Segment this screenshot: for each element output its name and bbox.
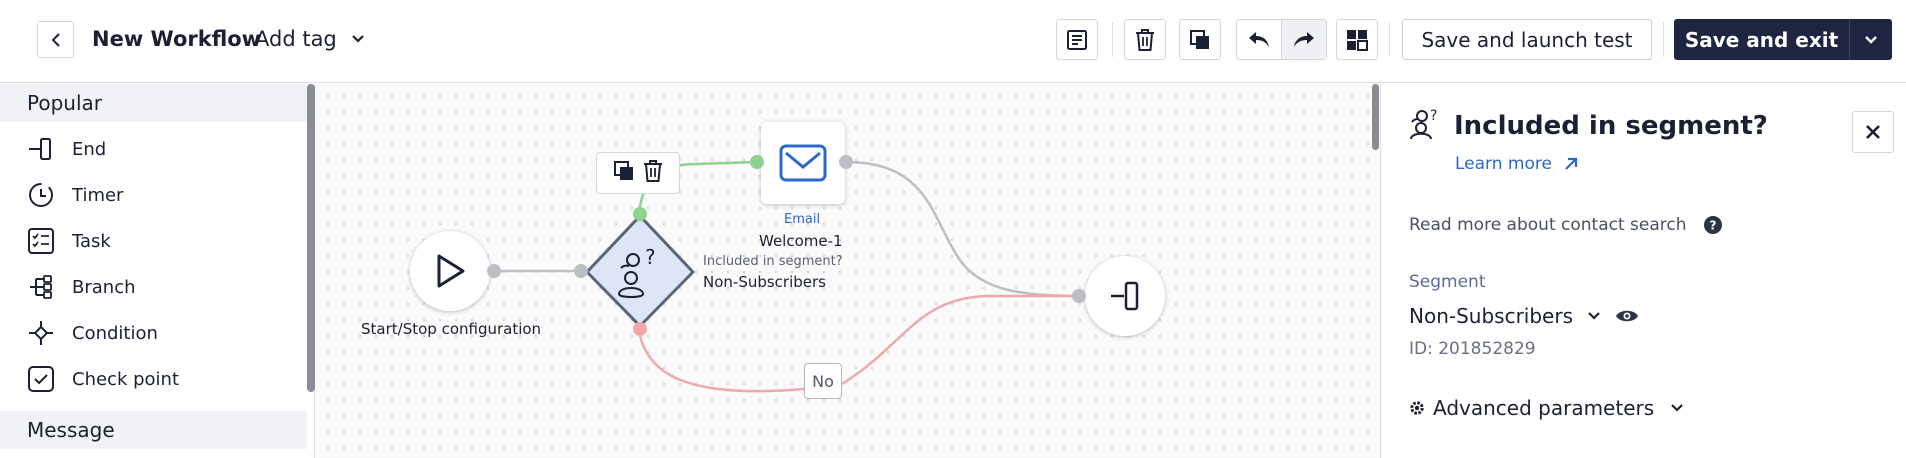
add-tag-label: Add tag [255, 27, 337, 51]
redo-button[interactable] [1281, 20, 1326, 59]
layout-button[interactable] [1336, 19, 1378, 60]
envelope-icon [779, 144, 827, 182]
start-node-label: Start/Stop configuration [361, 320, 542, 338]
palette-item-task[interactable]: Task [26, 224, 111, 258]
palette-item-label: Task [72, 230, 111, 252]
no-branch-badge: No [804, 363, 842, 399]
learn-more-label: Learn more [1455, 154, 1552, 174]
sidebar-scrollbar[interactable] [307, 84, 315, 392]
segment-node-label: Non-Subscribers [703, 273, 826, 291]
copy-icon [1190, 29, 1209, 49]
chevron-left-icon [51, 32, 60, 47]
redo-icon [1294, 31, 1314, 47]
end-icon [26, 134, 56, 164]
category-message[interactable]: Message [0, 411, 307, 449]
delete-button[interactable] [1124, 19, 1166, 60]
segment-id: ID: 201852829 [1409, 339, 1536, 359]
undo-redo-group [1236, 19, 1327, 60]
palette-item-condition[interactable]: Condition [26, 316, 158, 350]
palette-item-label: Condition [72, 322, 158, 344]
undo-icon [1249, 31, 1269, 47]
palette-item-label: Branch [72, 276, 136, 298]
advanced-parameters-label: Advanced parameters [1433, 396, 1655, 420]
condition-icon [26, 318, 56, 348]
duplicate-button[interactable] [1179, 19, 1221, 60]
palette-item-timer[interactable]: Timer [26, 178, 123, 212]
node-toolbar [596, 152, 680, 194]
palette-item-checkpoint[interactable]: Check point [26, 362, 179, 396]
segment-field-label: Segment [1409, 272, 1486, 292]
task-icon [26, 226, 56, 256]
undo-button[interactable] [1237, 20, 1281, 59]
email-node-type: Email [784, 212, 821, 227]
node-delete-button[interactable] [642, 159, 664, 187]
canvas-scrollbar[interactable] [1372, 84, 1379, 150]
chevron-down-icon [351, 35, 364, 43]
chevron-down-icon [1588, 312, 1600, 320]
external-arrow-icon [1565, 157, 1578, 170]
save-exit-menu-toggle[interactable] [1849, 19, 1892, 60]
branch-icon [26, 272, 56, 302]
segment-condition-node[interactable]: ? [581, 212, 699, 332]
trash-icon [1136, 28, 1154, 51]
save-exit-label: Save and exit [1684, 27, 1839, 52]
grid-layout-icon [1347, 29, 1368, 51]
end-input-port[interactable] [1072, 289, 1086, 303]
svg-text:?: ? [1709, 219, 1716, 233]
email-node[interactable] [761, 122, 845, 204]
eye-icon[interactable] [1615, 308, 1639, 324]
note-icon [1067, 29, 1087, 50]
start-node[interactable] [410, 231, 490, 311]
palette-item-label: Timer [72, 184, 124, 206]
workflow-canvas[interactable]: Start/Stop configuration ? Included in s… [316, 84, 1378, 458]
add-tag-dropdown[interactable]: Add tag [255, 27, 365, 51]
segment-input-port[interactable] [574, 264, 588, 278]
learn-more-link[interactable]: Learn more [1455, 154, 1578, 174]
contact-search-help[interactable]: Read more about contact search ? [1409, 215, 1723, 235]
close-icon [1866, 125, 1880, 139]
palette-item-label: End [72, 138, 107, 160]
notes-button[interactable] [1056, 19, 1098, 60]
chevron-down-icon [1865, 35, 1877, 44]
save-launch-test-button[interactable]: Save and launch test [1402, 19, 1652, 60]
segment-node-type: Included in segment? [703, 254, 843, 269]
svg-text:?: ? [1430, 108, 1437, 124]
email-node-label: Welcome-1 [759, 232, 843, 250]
segment-value: Non-Subscribers [1409, 304, 1573, 328]
play-icon [437, 254, 465, 288]
segment-no-port[interactable] [633, 322, 647, 336]
trash-icon [644, 160, 662, 182]
help-icon: ? [1703, 216, 1722, 234]
copy-icon [614, 161, 633, 180]
close-panel-button[interactable] [1852, 111, 1894, 153]
palette-item-end[interactable]: End [26, 132, 106, 166]
node-duplicate-button[interactable] [612, 159, 636, 187]
read-more-label: Read more about contact search [1409, 215, 1687, 235]
category-popular[interactable]: Popular [0, 84, 307, 122]
segment-icon: ? [1410, 108, 1437, 140]
end-node[interactable] [1085, 256, 1165, 336]
node-settings-panel: ? Included in segment? Learn more Read m… [1380, 84, 1906, 458]
save-exit-button[interactable]: Save and exit [1674, 19, 1892, 60]
advanced-parameters-toggle[interactable]: Advanced parameters [1409, 396, 1684, 420]
node-palette: Popular End Timer Task Branch Condition … [0, 84, 315, 458]
segment-selector[interactable]: Non-Subscribers [1409, 304, 1639, 328]
start-output-port[interactable] [487, 264, 501, 278]
timer-icon [26, 180, 56, 210]
svg-text:?: ? [645, 245, 656, 269]
palette-item-label: Check point [72, 368, 179, 390]
gear-icon [1410, 401, 1424, 415]
chevron-down-icon [1671, 404, 1683, 412]
email-output-port[interactable] [839, 155, 853, 169]
email-input-port[interactable] [750, 155, 764, 169]
palette-item-branch[interactable]: Branch [26, 270, 136, 304]
workflow-title: New Workflow [92, 27, 262, 51]
end-icon [1111, 281, 1139, 311]
panel-title: Included in segment? [1454, 111, 1768, 141]
segment-yes-port[interactable] [633, 207, 647, 221]
back-button[interactable] [37, 21, 74, 58]
checkpoint-icon [26, 364, 56, 394]
workflow-header: New Workflow Add tag Save and launch tes… [0, 0, 1906, 83]
